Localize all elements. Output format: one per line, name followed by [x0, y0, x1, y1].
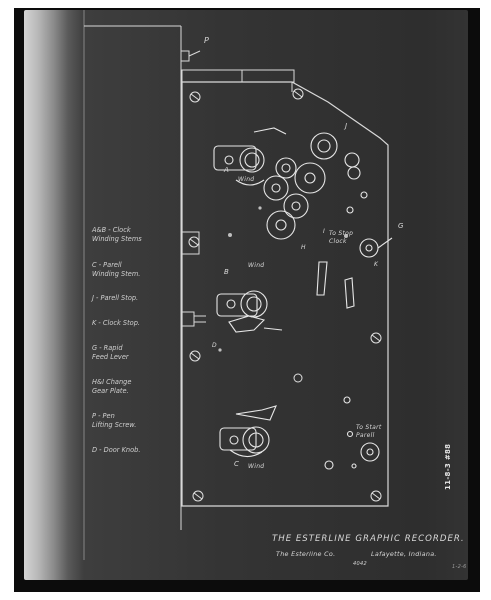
drawing-title: THE ESTERLINE GRAPHIC RECORDER.	[272, 534, 465, 544]
mechanism-drawing	[83, 10, 393, 560]
label-h: H	[301, 244, 306, 251]
top-bracket	[181, 69, 295, 83]
label-i: I	[323, 228, 326, 235]
wind-label-a: Wind	[238, 176, 255, 183]
wind-label-c: Wind	[248, 463, 265, 470]
parell-winding-c	[219, 405, 277, 458]
company-location: Lafayette, Indiana.	[371, 550, 437, 558]
label-b: B	[224, 268, 230, 276]
parell-start	[324, 396, 380, 470]
corner-mark: 1-2-6	[452, 564, 467, 570]
to-start-parell-label: To Start Parell	[356, 424, 382, 439]
label-k: K	[374, 261, 379, 268]
legend-item-d: D - Door Knob.	[92, 446, 141, 454]
blueprint-plate	[24, 10, 468, 580]
clock-winding-a	[213, 127, 287, 186]
side-catalog-label: 11-8-3 #88	[444, 443, 452, 490]
clock-stop-k	[316, 237, 393, 309]
to-stop-clock-label: To Stop Clock	[329, 230, 354, 245]
side-bracket	[180, 231, 200, 255]
label-c: C	[234, 460, 240, 468]
label-d: D	[212, 342, 217, 349]
door-knob	[181, 311, 195, 327]
main-plate-outline	[181, 81, 389, 507]
pen-lifting-screw	[180, 50, 190, 62]
small-holes	[218, 206, 348, 352]
label-p: P	[204, 36, 210, 45]
gear-train	[263, 132, 368, 240]
wind-label-b: Wind	[248, 262, 265, 269]
label-a: A	[224, 166, 230, 174]
label-g: G	[398, 222, 404, 230]
legend-item-j: J - Parell Stop.	[92, 294, 139, 302]
company-name: The Esterline Co.	[276, 550, 336, 558]
legend-item-k: K - Clock Stop.	[92, 319, 140, 327]
clock-winding-b	[216, 290, 283, 333]
mounting-screws	[188, 88, 382, 502]
drawing-number: 4042	[353, 561, 367, 567]
label-j: J	[345, 122, 348, 130]
